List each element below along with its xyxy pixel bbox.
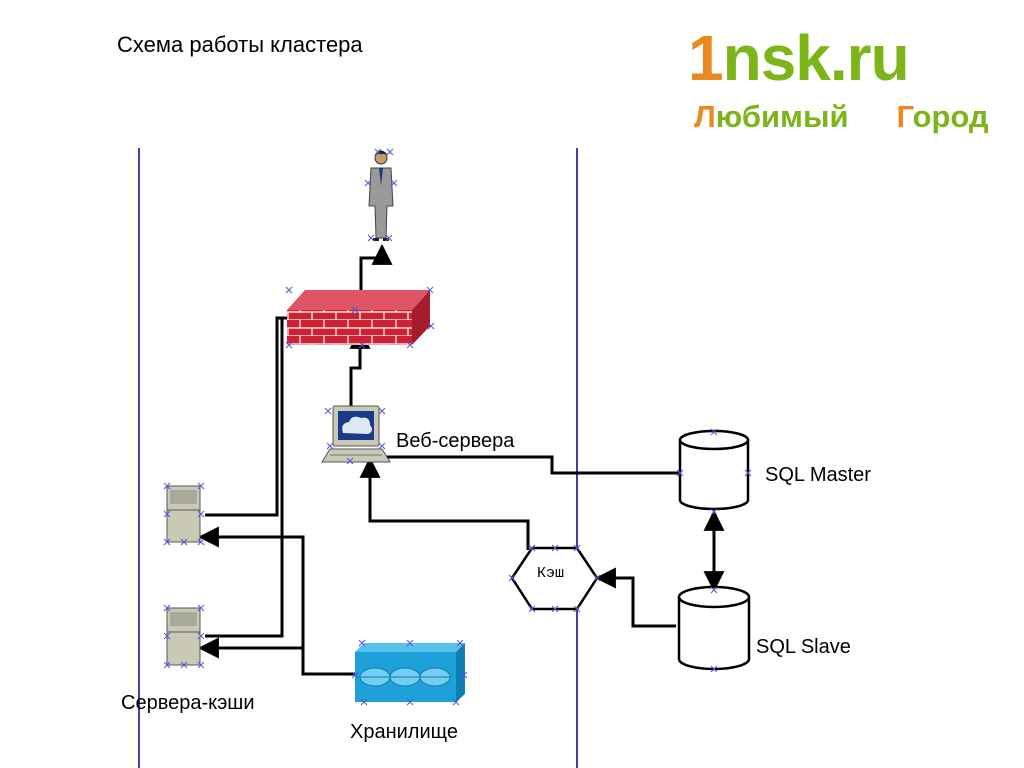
firewall-icon [287, 290, 430, 345]
selection-marker [378, 442, 386, 450]
selection-marker [551, 605, 559, 613]
selection-marker [358, 639, 366, 647]
selection-marker [452, 698, 460, 706]
selection-marker [427, 322, 435, 330]
database-icon [678, 429, 750, 511]
selection-marker [163, 661, 171, 669]
selection-marker [326, 442, 334, 450]
storage-label: Хранилище [350, 721, 458, 743]
server-icon [166, 607, 201, 666]
selection-marker [374, 148, 382, 156]
selection-marker [163, 538, 171, 546]
selection-marker [285, 286, 293, 294]
selection-marker [197, 604, 205, 612]
selection-marker [456, 639, 464, 647]
person-icon [368, 150, 394, 241]
selection-marker [676, 469, 684, 477]
selection-marker [390, 179, 398, 187]
selection-marker [385, 234, 393, 242]
selection-marker [197, 510, 205, 518]
selection-marker [710, 665, 718, 673]
selection-marker [573, 605, 581, 613]
selection-marker [426, 286, 434, 294]
selection-marker [710, 586, 718, 594]
selection-marker [180, 538, 188, 546]
selection-marker [460, 671, 468, 679]
selection-marker [351, 306, 359, 314]
connector-cache-web [359, 456, 530, 550]
selection-marker [573, 544, 581, 552]
selection-marker [197, 482, 205, 490]
selection-marker [406, 341, 414, 349]
selection-marker [364, 179, 372, 187]
selection-marker [358, 341, 366, 349]
selection-marker [406, 698, 414, 706]
selection-marker [593, 574, 601, 582]
connector-web-firewall [349, 327, 371, 408]
selection-marker [551, 544, 559, 552]
sql-slave-label: SQL Slave [756, 636, 851, 658]
server-icon [166, 485, 201, 543]
connector-cacheserver2-firewall [205, 318, 284, 638]
web-servers-label: Веб-сервера [396, 430, 515, 452]
selection-marker [163, 632, 171, 640]
selection-marker [710, 428, 718, 436]
sql-master-label: SQL Master [765, 464, 871, 486]
selection-marker [386, 148, 394, 156]
connector-sqlslave-cache [594, 567, 676, 628]
storage-icon [355, 643, 465, 702]
selection-marker [508, 574, 516, 582]
selection-marker [163, 604, 171, 612]
database-icon [677, 585, 751, 671]
cache-label: Кэш [537, 565, 565, 582]
logo-wordmark: 1nsk.ru [688, 22, 910, 94]
selection-marker [163, 482, 171, 490]
connector-firewall-user [359, 243, 393, 290]
selection-marker [197, 538, 205, 546]
selection-marker [360, 698, 368, 706]
selection-marker [197, 632, 205, 640]
selection-marker [285, 341, 293, 349]
selection-marker [528, 544, 536, 552]
selection-marker [378, 407, 386, 415]
cache-servers-label: Сервера-кэши [121, 692, 255, 714]
selection-marker [528, 605, 536, 613]
connectors [197, 243, 725, 676]
selection-marker [180, 661, 188, 669]
selection-markers [163, 148, 752, 706]
selection-marker [163, 510, 171, 518]
selection-marker [324, 407, 332, 415]
selection-marker [351, 671, 359, 679]
connector-web-sqlmaster [382, 455, 721, 484]
selection-marker [346, 457, 354, 465]
selection-marker [197, 661, 205, 669]
selection-marker [744, 469, 752, 477]
workstation-icon [321, 405, 391, 463]
selection-marker [406, 639, 414, 647]
selection-marker [710, 508, 718, 516]
page-title: Схема работы кластера [117, 32, 363, 57]
selection-marker [367, 234, 375, 242]
